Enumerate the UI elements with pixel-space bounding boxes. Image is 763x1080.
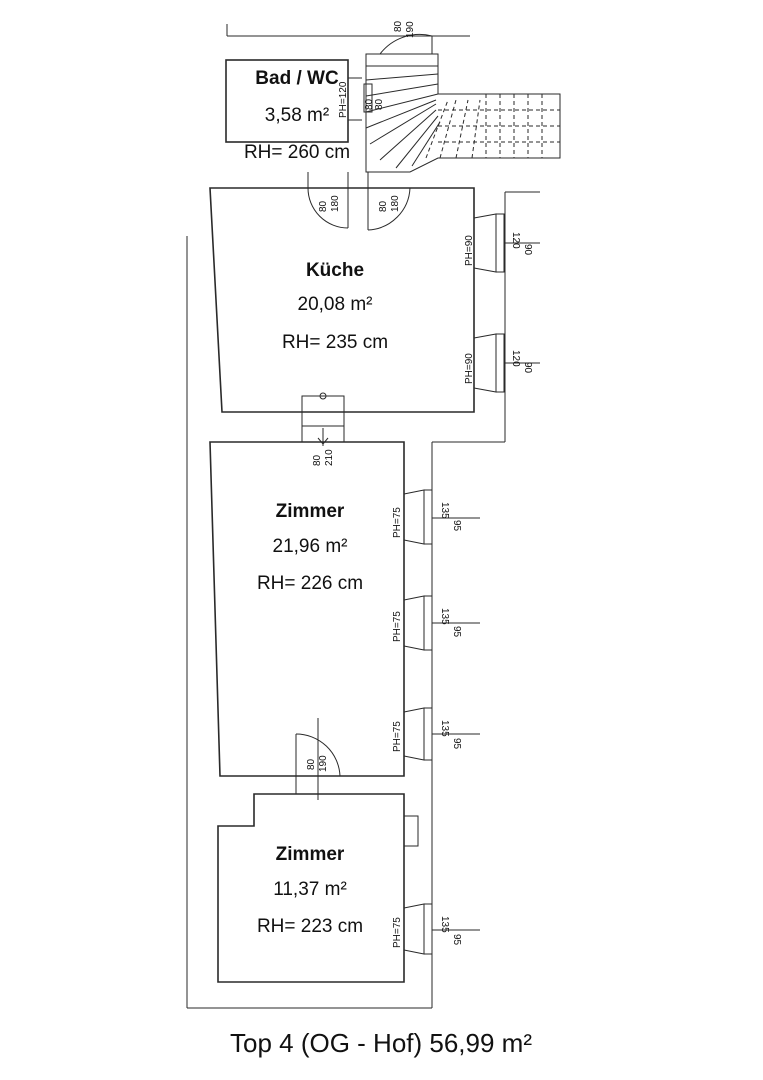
room-name-kueche: Küche bbox=[306, 260, 364, 281]
kitchen-bottom-door-height: 210 bbox=[324, 449, 335, 466]
room-name-zimmer-1: Zimmer bbox=[276, 501, 345, 522]
kitchen-window-2-h: 90 bbox=[522, 362, 533, 374]
zimmer-window-3: PH=75 135 95 bbox=[392, 707, 480, 761]
room-height-zimmer-1: RH= 226 cm bbox=[257, 573, 363, 594]
kitchen-window-1-h: 90 bbox=[522, 244, 533, 256]
kitchen-window-2: PH=90 120 90 bbox=[464, 333, 540, 393]
zimmer-window-1-ph: PH=75 bbox=[392, 507, 403, 538]
bath-ph-label: PH=120 bbox=[338, 81, 349, 118]
room-height-kueche: RH= 235 cm bbox=[282, 332, 388, 353]
kitchen-door-right: 80 180 bbox=[367, 172, 411, 231]
room-kueche: Küche 20,08 m² RH= 235 cm bbox=[209, 187, 475, 413]
zimmer2-window-h: 95 bbox=[451, 934, 462, 946]
zimmer2-window: PH=75 135 95 bbox=[392, 903, 480, 955]
kitchen-window-2-w: 120 bbox=[510, 350, 521, 367]
room-area-kueche: 20,08 m² bbox=[298, 294, 373, 315]
room-zimmer-2: Zimmer 11,37 m² RH= 223 cm bbox=[217, 793, 419, 983]
zimmer-window-3-ph: PH=75 bbox=[392, 721, 403, 752]
zimmer-window-3-w: 135 bbox=[439, 720, 450, 737]
zimmer-window-1-h: 95 bbox=[451, 520, 462, 532]
zimmer-door-width: 80 bbox=[306, 758, 317, 770]
room-area-zimmer-1: 21,96 m² bbox=[273, 536, 348, 557]
zimmer-window-2-h: 95 bbox=[451, 626, 462, 638]
bath-small-width: 80 bbox=[364, 98, 375, 110]
zimmer-window-3-h: 95 bbox=[451, 738, 462, 750]
room-name-zimmer-2: Zimmer bbox=[276, 844, 345, 865]
kitchen-door-right-height: 180 bbox=[390, 195, 401, 212]
room-bad-wc: Bad / WC 3,58 m² RH= 260 cm bbox=[225, 59, 362, 163]
zimmer-door-height: 190 bbox=[318, 755, 329, 772]
room-zimmer-1: Zimmer 21,96 m² RH= 226 cm bbox=[209, 441, 405, 777]
door-entry-width: 80 bbox=[393, 20, 404, 32]
kitchen-door-left-height: 180 bbox=[330, 195, 341, 212]
top-wall-fragments bbox=[226, 24, 470, 37]
room-height-zimmer-2: RH= 223 cm bbox=[257, 916, 363, 937]
zimmer-window-2-w: 135 bbox=[439, 608, 450, 625]
kitchen-bottom-door-width: 80 bbox=[312, 454, 323, 466]
kitchen-door-left: 80 180 bbox=[307, 172, 349, 229]
room-height-bad: RH= 260 cm bbox=[244, 142, 350, 163]
kitchen-window-1-w: 120 bbox=[510, 232, 521, 249]
kitchen-window-2-ph: PH=90 bbox=[464, 353, 475, 384]
kitchen-window-1-ph: PH=90 bbox=[464, 235, 475, 266]
room-area-zimmer-2: 11,37 m² bbox=[273, 879, 347, 900]
room-name-bad: Bad / WC bbox=[255, 68, 339, 89]
kitchen-window-1: PH=90 120 90 bbox=[464, 213, 540, 273]
kitchen-door-left-width: 80 bbox=[318, 200, 329, 212]
room-area-bad: 3,58 m² bbox=[265, 105, 329, 126]
zimmer-window-2-ph: PH=75 bbox=[392, 611, 403, 642]
kitchen-door-right-width: 80 bbox=[378, 200, 389, 212]
zimmer-window-1: PH=75 135 95 bbox=[392, 489, 480, 545]
kitchen-bottom-door: 80 210 bbox=[301, 392, 345, 466]
zimmer-connecting-door: 80 190 bbox=[295, 718, 341, 800]
zimmer2-window-ph: PH=75 bbox=[392, 917, 403, 948]
staircase: 80 190 PH=120 80 80 bbox=[338, 20, 561, 173]
bath-small-height: 80 bbox=[374, 98, 385, 110]
zimmer2-window-w: 135 bbox=[439, 916, 450, 933]
zimmer-window-2: PH=75 135 95 bbox=[392, 595, 480, 651]
door-entry-height: 190 bbox=[405, 21, 416, 38]
zimmer-window-1-w: 135 bbox=[439, 502, 450, 519]
plan-caption: Top 4 (OG - Hof) 56,99 m² bbox=[230, 1028, 532, 1058]
